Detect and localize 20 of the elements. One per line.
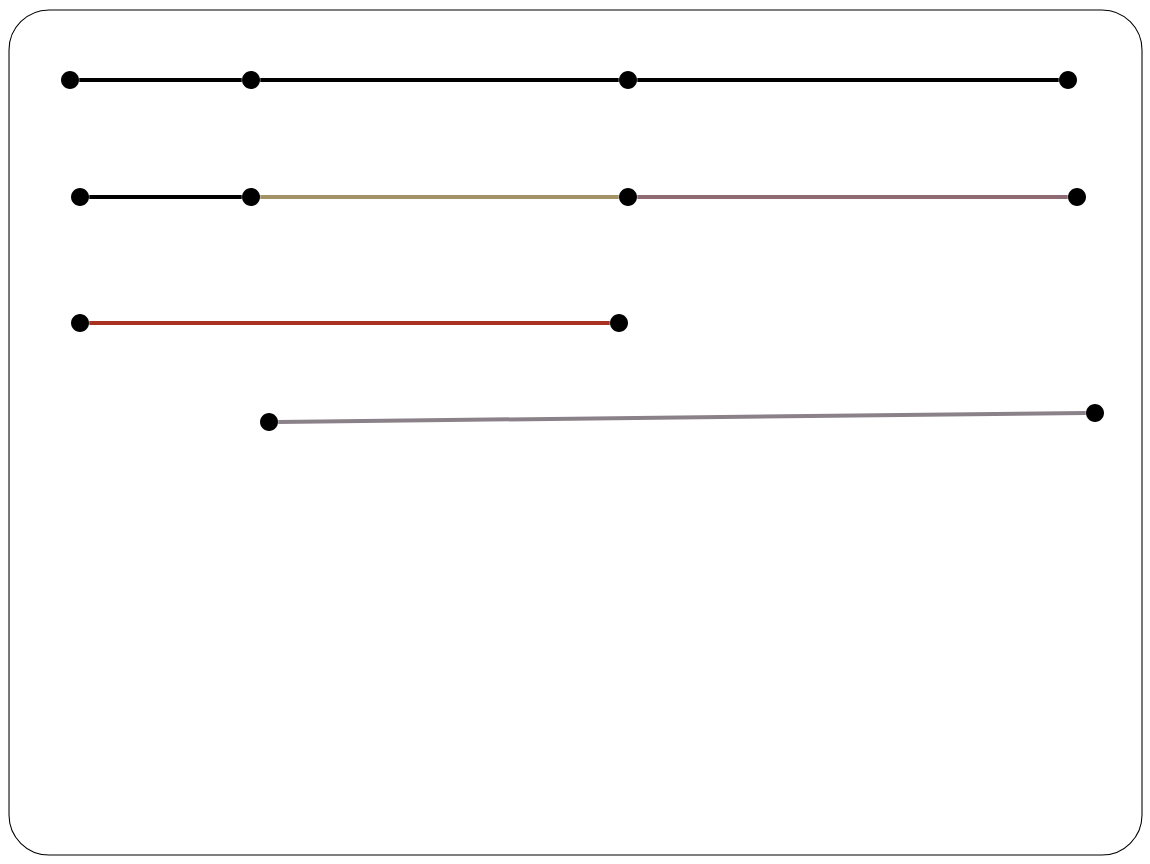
line-segment (260, 78, 619, 82)
line-segment (89, 321, 610, 325)
endpoint-dot (610, 314, 628, 332)
endpoint-dot (1059, 71, 1077, 89)
endpoint-dot (61, 71, 79, 89)
line-segment (260, 195, 619, 199)
endpoint-dot (1068, 188, 1086, 206)
endpoint-dot (619, 71, 637, 89)
line-segment (278, 411, 1086, 424)
endpoint-dot (1086, 404, 1104, 422)
line-segment (637, 78, 1059, 82)
endpoint-dot (242, 188, 260, 206)
line-segment (89, 195, 242, 199)
endpoint-dot (619, 188, 637, 206)
endpoint-dot (260, 413, 278, 431)
endpoint-dot (71, 314, 89, 332)
line-segment (637, 195, 1068, 199)
endpoint-dot (71, 188, 89, 206)
line-segment (79, 78, 242, 82)
endpoint-dot (242, 71, 260, 89)
